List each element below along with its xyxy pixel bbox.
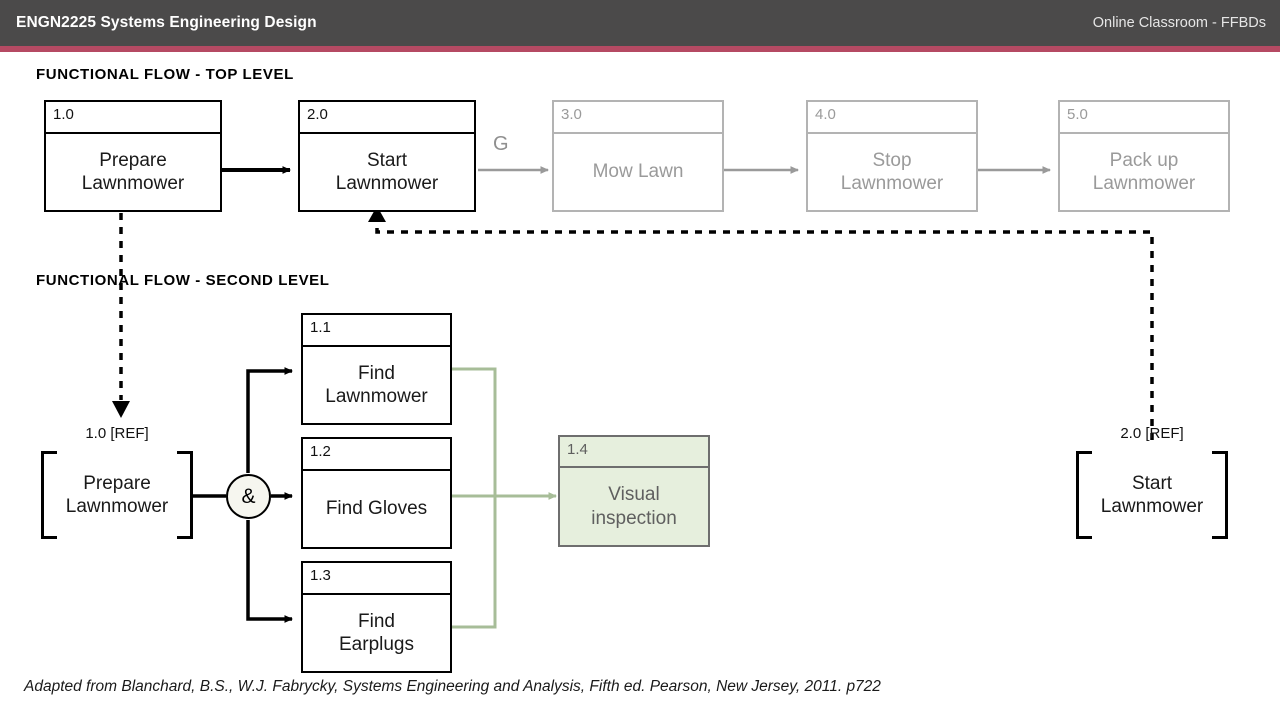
bracket-left-icon [41, 451, 57, 539]
connector-1.3-merge [452, 496, 497, 629]
arrowhead-decompose-1.0 [112, 401, 130, 418]
function-block-1.1-id: 1.1 [303, 315, 450, 347]
function-block-1.2-id: 1.2 [303, 439, 450, 471]
function-block-2.0-id: 2.0 [300, 102, 474, 134]
function-block-1.2[interactable]: 1.2 Find Gloves [301, 437, 452, 549]
function-block-5.0-id: 5.0 [1060, 102, 1228, 134]
function-block-3.0-label: Mow Lawn [592, 161, 684, 183]
course-title: ENGN2225 Systems Engineering Design [16, 14, 317, 31]
function-block-4.0-id: 4.0 [808, 102, 976, 134]
connector-return-2.0 [375, 222, 1154, 440]
heading-top-level: FUNCTIONAL FLOW - TOP LEVEL [36, 66, 294, 83]
reference-block-2.0-id: 2.0 [REF] [1120, 425, 1184, 442]
connector-and-to-1.3 [246, 520, 293, 623]
bracket-right-icon [177, 451, 193, 539]
and-gate-symbol: & [241, 484, 256, 508]
header-bar [0, 0, 1280, 46]
function-block-1.4-id: 1.4 [560, 437, 708, 468]
header-context-label: Online Classroom - FFBDs [1092, 15, 1266, 31]
bracket-right-icon [1212, 451, 1228, 539]
flow-gate-label-g: G [493, 133, 509, 155]
function-block-3.0[interactable]: 3.0 Mow Lawn [552, 100, 724, 212]
header-accent-stripe [0, 46, 1280, 52]
function-block-1.0-id: 1.0 [46, 102, 220, 134]
function-block-1.2-label: Find Gloves [325, 498, 428, 520]
heading-second-level: FUNCTIONAL FLOW - SECOND LEVEL [36, 272, 330, 289]
bracket-left-icon [1076, 451, 1092, 539]
function-block-3.0-id: 3.0 [554, 102, 722, 134]
source-citation: Adapted from Blanchard, B.S., W.J. Fabry… [24, 678, 881, 695]
connector-and-to-1.1 [246, 367, 293, 473]
function-block-1.3-id: 1.3 [303, 563, 450, 595]
and-gate-icon[interactable]: & [226, 474, 271, 519]
connector-1.1-merge [452, 367, 497, 496]
reference-block-1.0-id: 1.0 [REF] [85, 425, 149, 442]
